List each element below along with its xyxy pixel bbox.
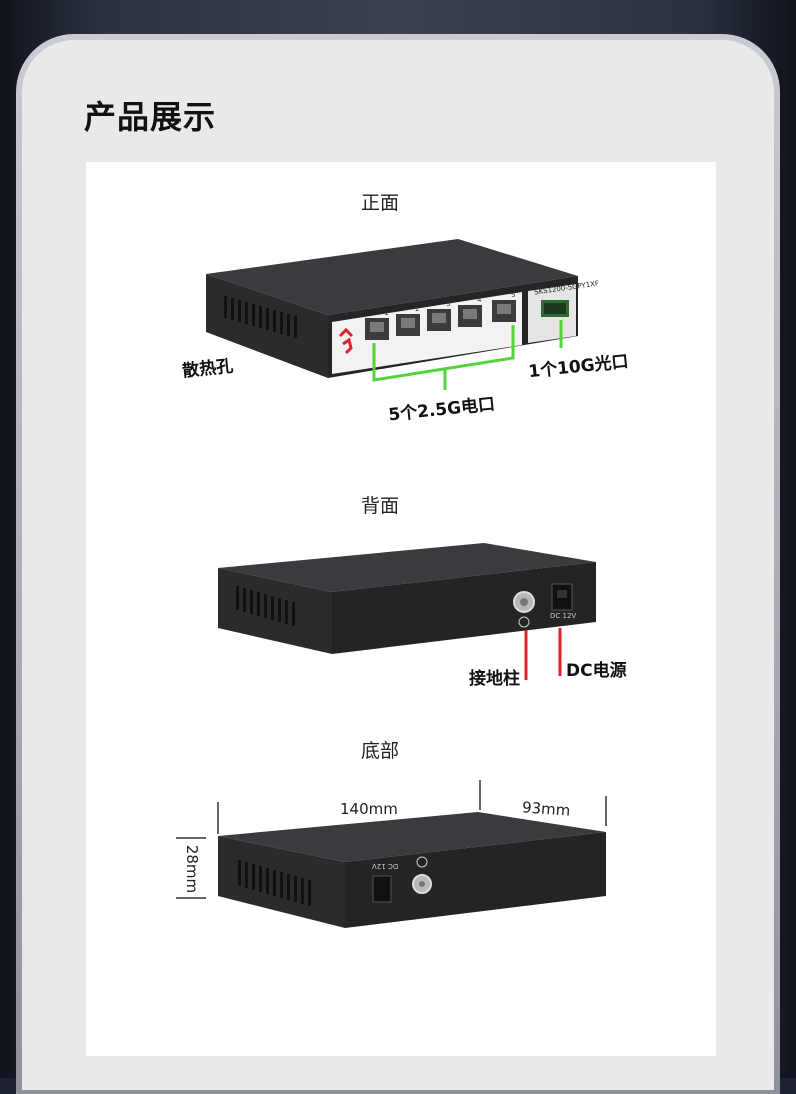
front-label: 正面 xyxy=(360,192,400,214)
bottom-label: 底部 xyxy=(360,740,400,762)
height-dimension: 28mm xyxy=(183,844,202,894)
back-label: 背面 xyxy=(360,495,400,517)
width-dimension: 93mm xyxy=(521,798,571,820)
dc-rating-label: DC 12V xyxy=(550,612,577,620)
length-dimension: 140mm xyxy=(340,800,398,818)
ground-label: 接地柱 xyxy=(469,669,520,689)
power-label: DC电源 xyxy=(566,661,627,681)
dc-rating-label-bottom: DC 12V xyxy=(372,862,399,870)
page-title: 产品展示 xyxy=(84,98,217,136)
